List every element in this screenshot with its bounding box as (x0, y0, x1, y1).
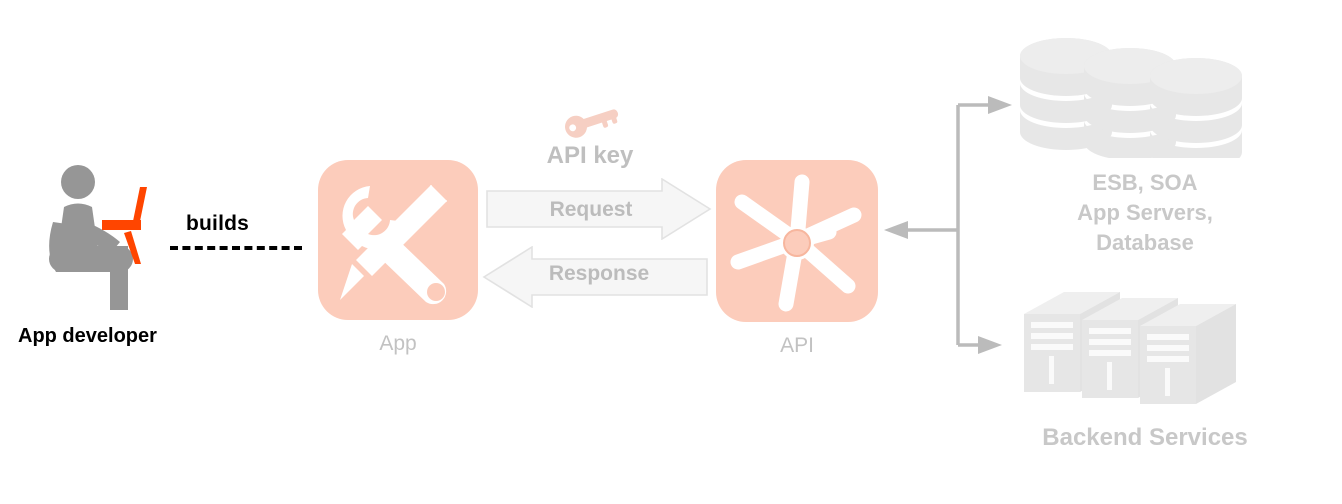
arrow-head-to-api (884, 221, 908, 239)
wrench-and-pencil-icon (340, 185, 447, 305)
request-arrow[interactable] (486, 178, 712, 240)
builds-label: builds (186, 212, 250, 235)
api-tile[interactable] (716, 160, 878, 322)
app-developer-icon (49, 165, 147, 310)
app-label: App (379, 332, 417, 355)
key-icon (565, 109, 619, 138)
esb-line-2: App Servers, (1077, 200, 1213, 225)
builds-dashed-line (170, 246, 302, 250)
esb-line-3: Database (1096, 230, 1194, 255)
backend-connectors (884, 96, 1012, 354)
response-label: Response (548, 262, 650, 285)
esb-soa-label: ESB, SOA App Servers, Database (1000, 168, 1290, 258)
response-arrow[interactable] (482, 246, 708, 308)
app-developer-label: App developer (18, 325, 157, 347)
api-splat-star-icon (730, 174, 862, 312)
server-racks-icon (1024, 292, 1236, 404)
api-key-label: API key (546, 142, 634, 169)
api-label: API (780, 334, 814, 357)
arrow-head-to-database (988, 96, 1012, 114)
arrow-head-to-servers (978, 336, 1002, 354)
esb-line-1: ESB, SOA (1092, 170, 1198, 195)
database-stack-icon (1020, 38, 1242, 158)
request-label: Request (549, 198, 633, 221)
app-tile[interactable] (318, 160, 478, 320)
backend-services-label: Backend Services (1042, 424, 1248, 451)
